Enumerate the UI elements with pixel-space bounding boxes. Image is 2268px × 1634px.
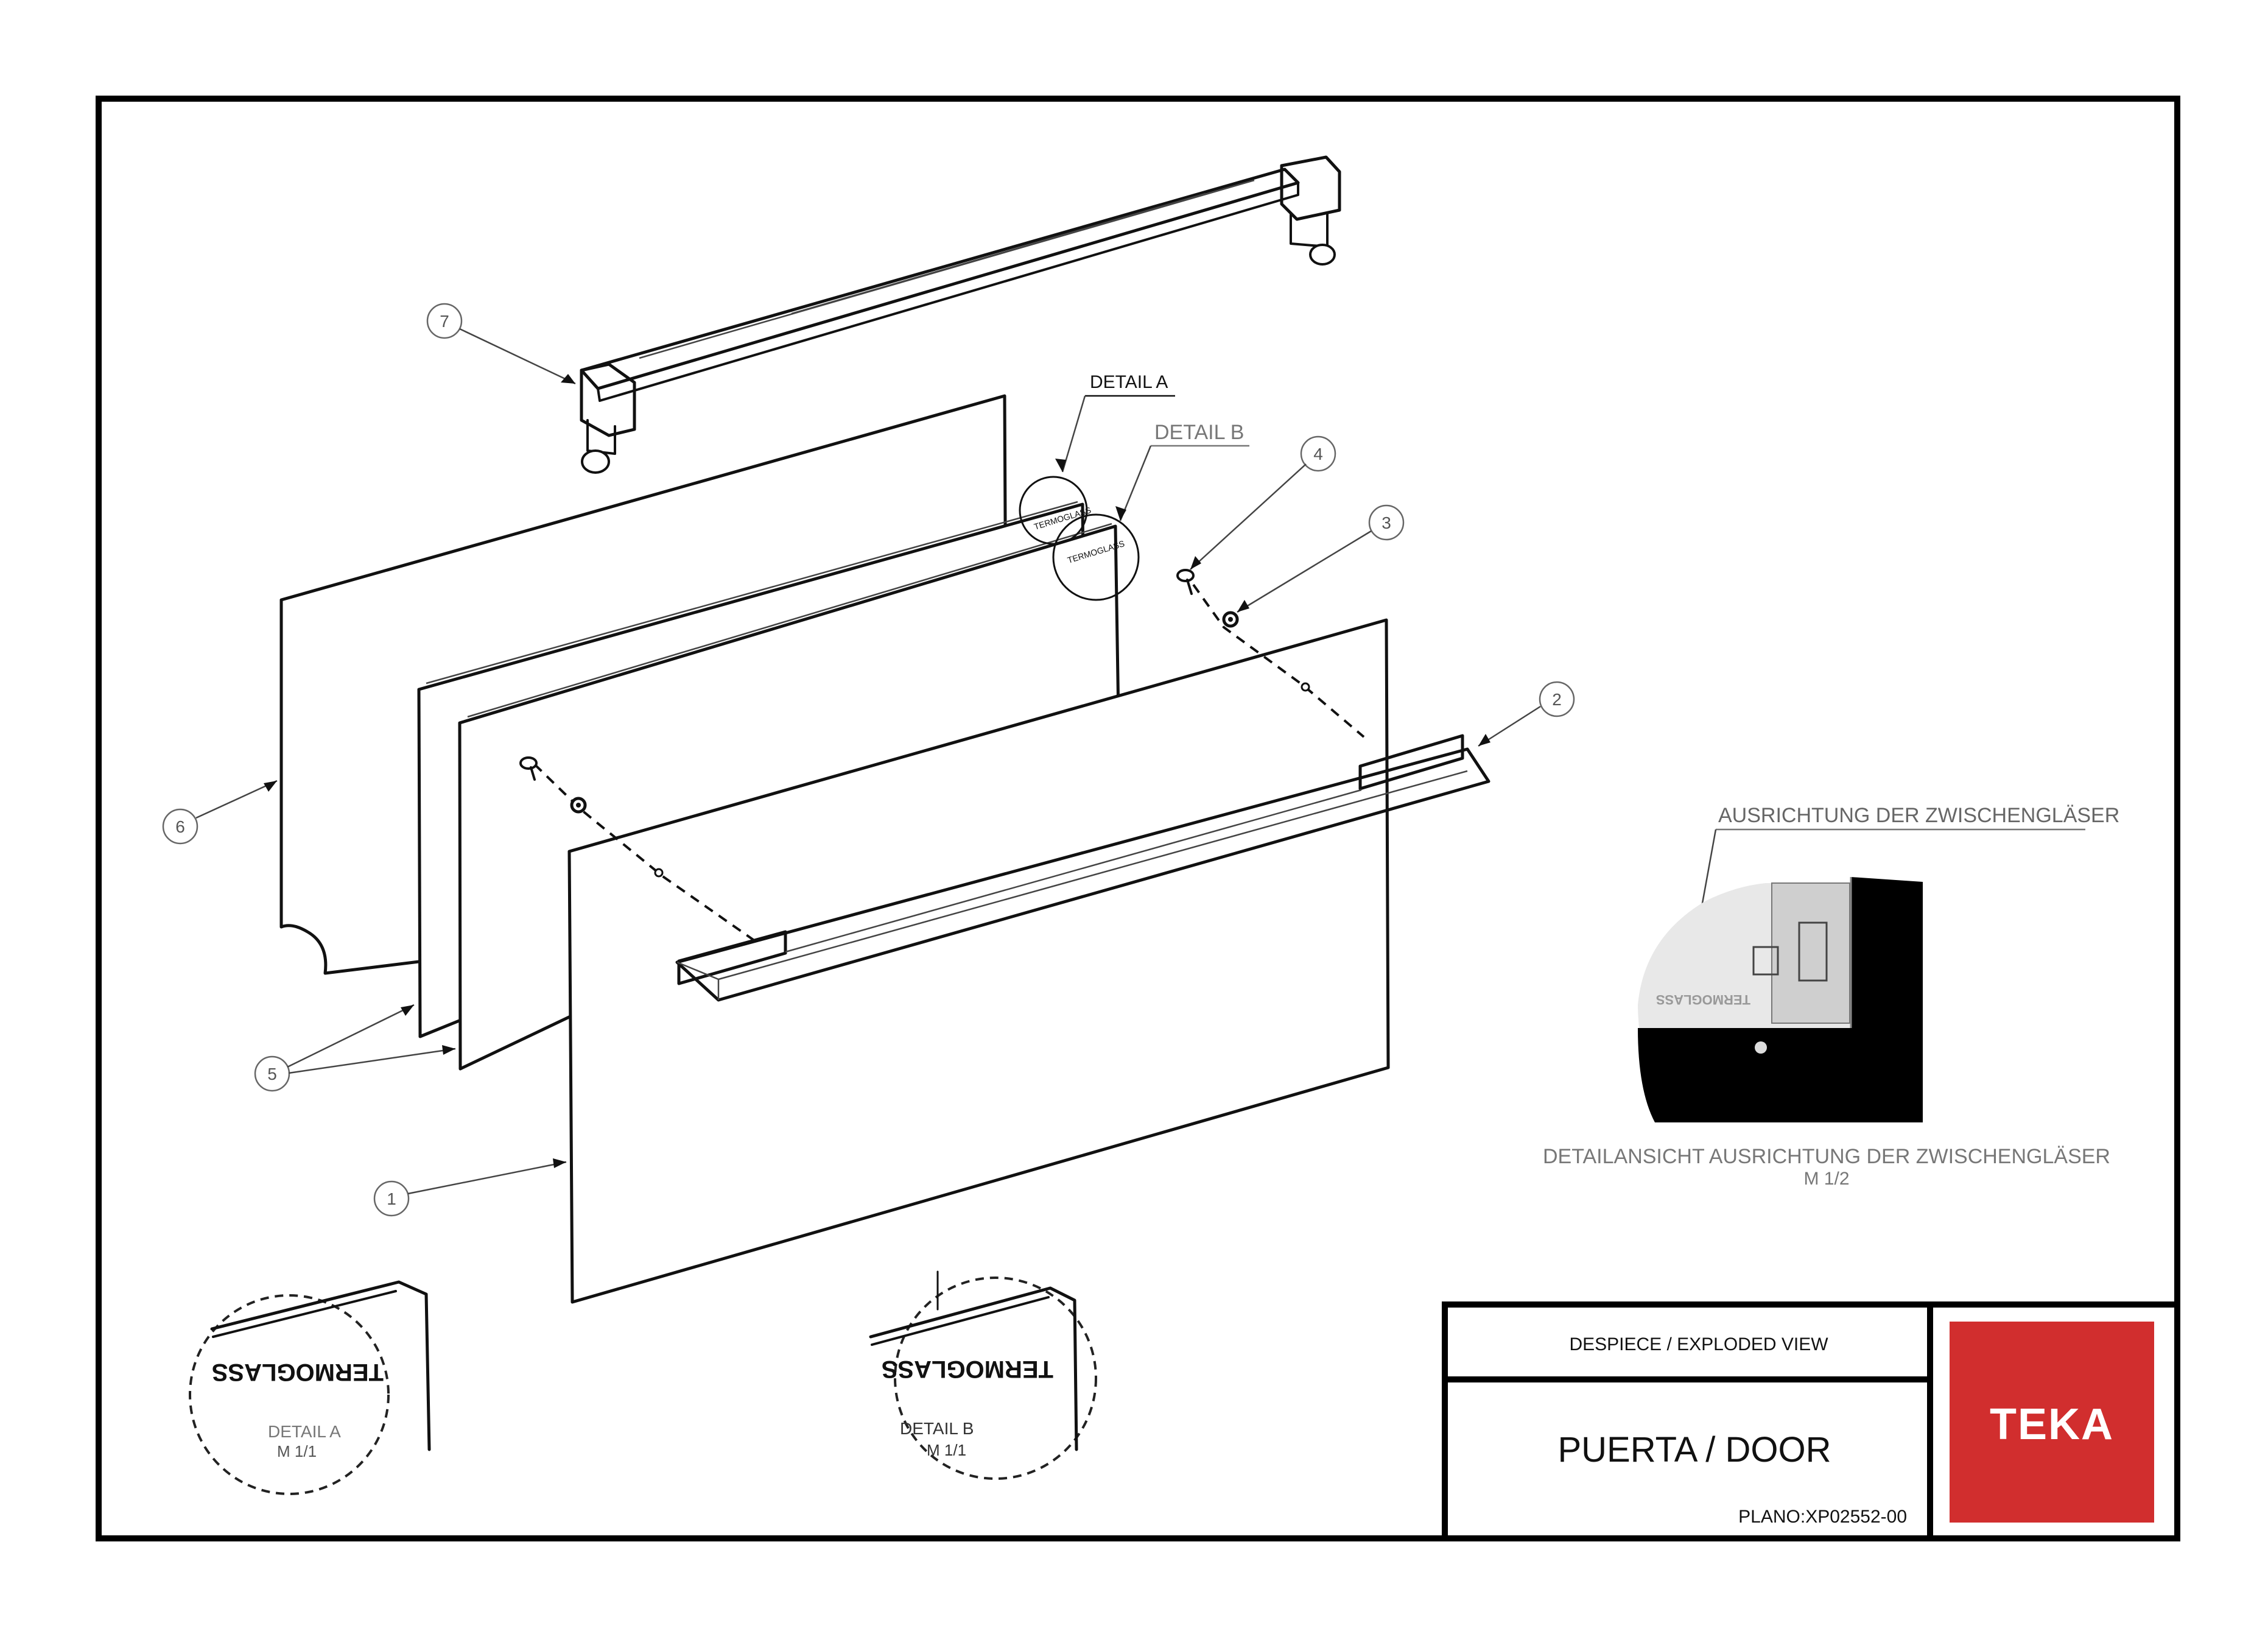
hole-right — [1301, 682, 1310, 692]
teka-logo: TEKA — [1990, 1400, 2114, 1449]
title-block-plano: PLANO:XP02552-00 — [1738, 1507, 1907, 1527]
detail-b-scale: M 1/1 — [927, 1441, 966, 1459]
alignment-detail: AUSRICHTUNG DER ZWISCHENGLÄSER TERMOGLAS… — [1543, 804, 2119, 1189]
part-2-handle — [675, 734, 1490, 1002]
alignment-scale: M 1/2 — [1803, 1169, 1849, 1189]
title-block: DESPIECE / EXPLODED VIEW PUERTA / DOOR P… — [1442, 1301, 2180, 1541]
balloon-2: 2 — [1478, 681, 1575, 747]
assembly-line-left — [533, 763, 756, 942]
detail-b-mark: TERMOGLASS — [882, 1356, 1053, 1382]
callout-detail-b: DETAIL B — [1154, 421, 1244, 444]
detail-a-scale: M 1/1 — [277, 1442, 317, 1460]
detail-b-marker — [1052, 513, 1140, 601]
drawing-frame — [96, 96, 2180, 1541]
svg-text:1: 1 — [387, 1189, 396, 1208]
balloon-5: 5 — [254, 1004, 456, 1092]
teka-logo-box — [1950, 1322, 2154, 1523]
callout-detail-a: DETAIL A — [1090, 372, 1168, 392]
detail-a-marker — [1019, 476, 1088, 545]
alignment-caption: DETAILANSICHT AUSRICHTUNG DER ZWISCHENGL… — [1543, 1145, 2110, 1168]
title-block-title: PUERTA / DOOR — [1557, 1430, 1831, 1470]
detail-b-title: DETAIL B — [900, 1419, 974, 1438]
alignment-mark: TERMOGLASS — [1656, 992, 1750, 1007]
detail-a-mark: TERMOGLASS — [212, 1359, 384, 1386]
part-1-front-glass — [567, 618, 1390, 1304]
balloon-6: 6 — [162, 780, 278, 845]
detail-a-view: TERMOGLASS DETAIL A M 1/1 — [189, 1280, 431, 1495]
svg-text:5: 5 — [267, 1065, 277, 1083]
washer-part-3 — [1222, 611, 1239, 628]
svg-text:3: 3 — [1382, 513, 1391, 532]
part-7-top-profile — [580, 155, 1341, 474]
screw-part-4 — [1176, 569, 1195, 595]
balloon-7: 7 — [426, 303, 576, 385]
detail-b-view: TERMOGLASS DETAIL B M 1/1 — [869, 1270, 1097, 1480]
svg-text:6: 6 — [175, 817, 185, 836]
hole-left — [654, 868, 664, 878]
balloon-3: 3 — [1237, 504, 1405, 613]
svg-text:2: 2 — [1552, 690, 1562, 709]
svg-text:4: 4 — [1313, 445, 1323, 463]
detail-a-title: DETAIL A — [268, 1422, 341, 1441]
washer-left — [570, 797, 587, 814]
screw-left — [519, 756, 538, 781]
assembly-line-right — [1192, 583, 1365, 738]
svg-text:7: 7 — [440, 312, 449, 331]
title-block-header: DESPIECE / EXPLODED VIEW — [1569, 1334, 1828, 1354]
balloon-1: 1 — [373, 1158, 567, 1217]
alignment-title: AUSRICHTUNG DER ZWISCHENGLÄSER — [1718, 804, 2119, 827]
balloon-4: 4 — [1190, 435, 1336, 570]
